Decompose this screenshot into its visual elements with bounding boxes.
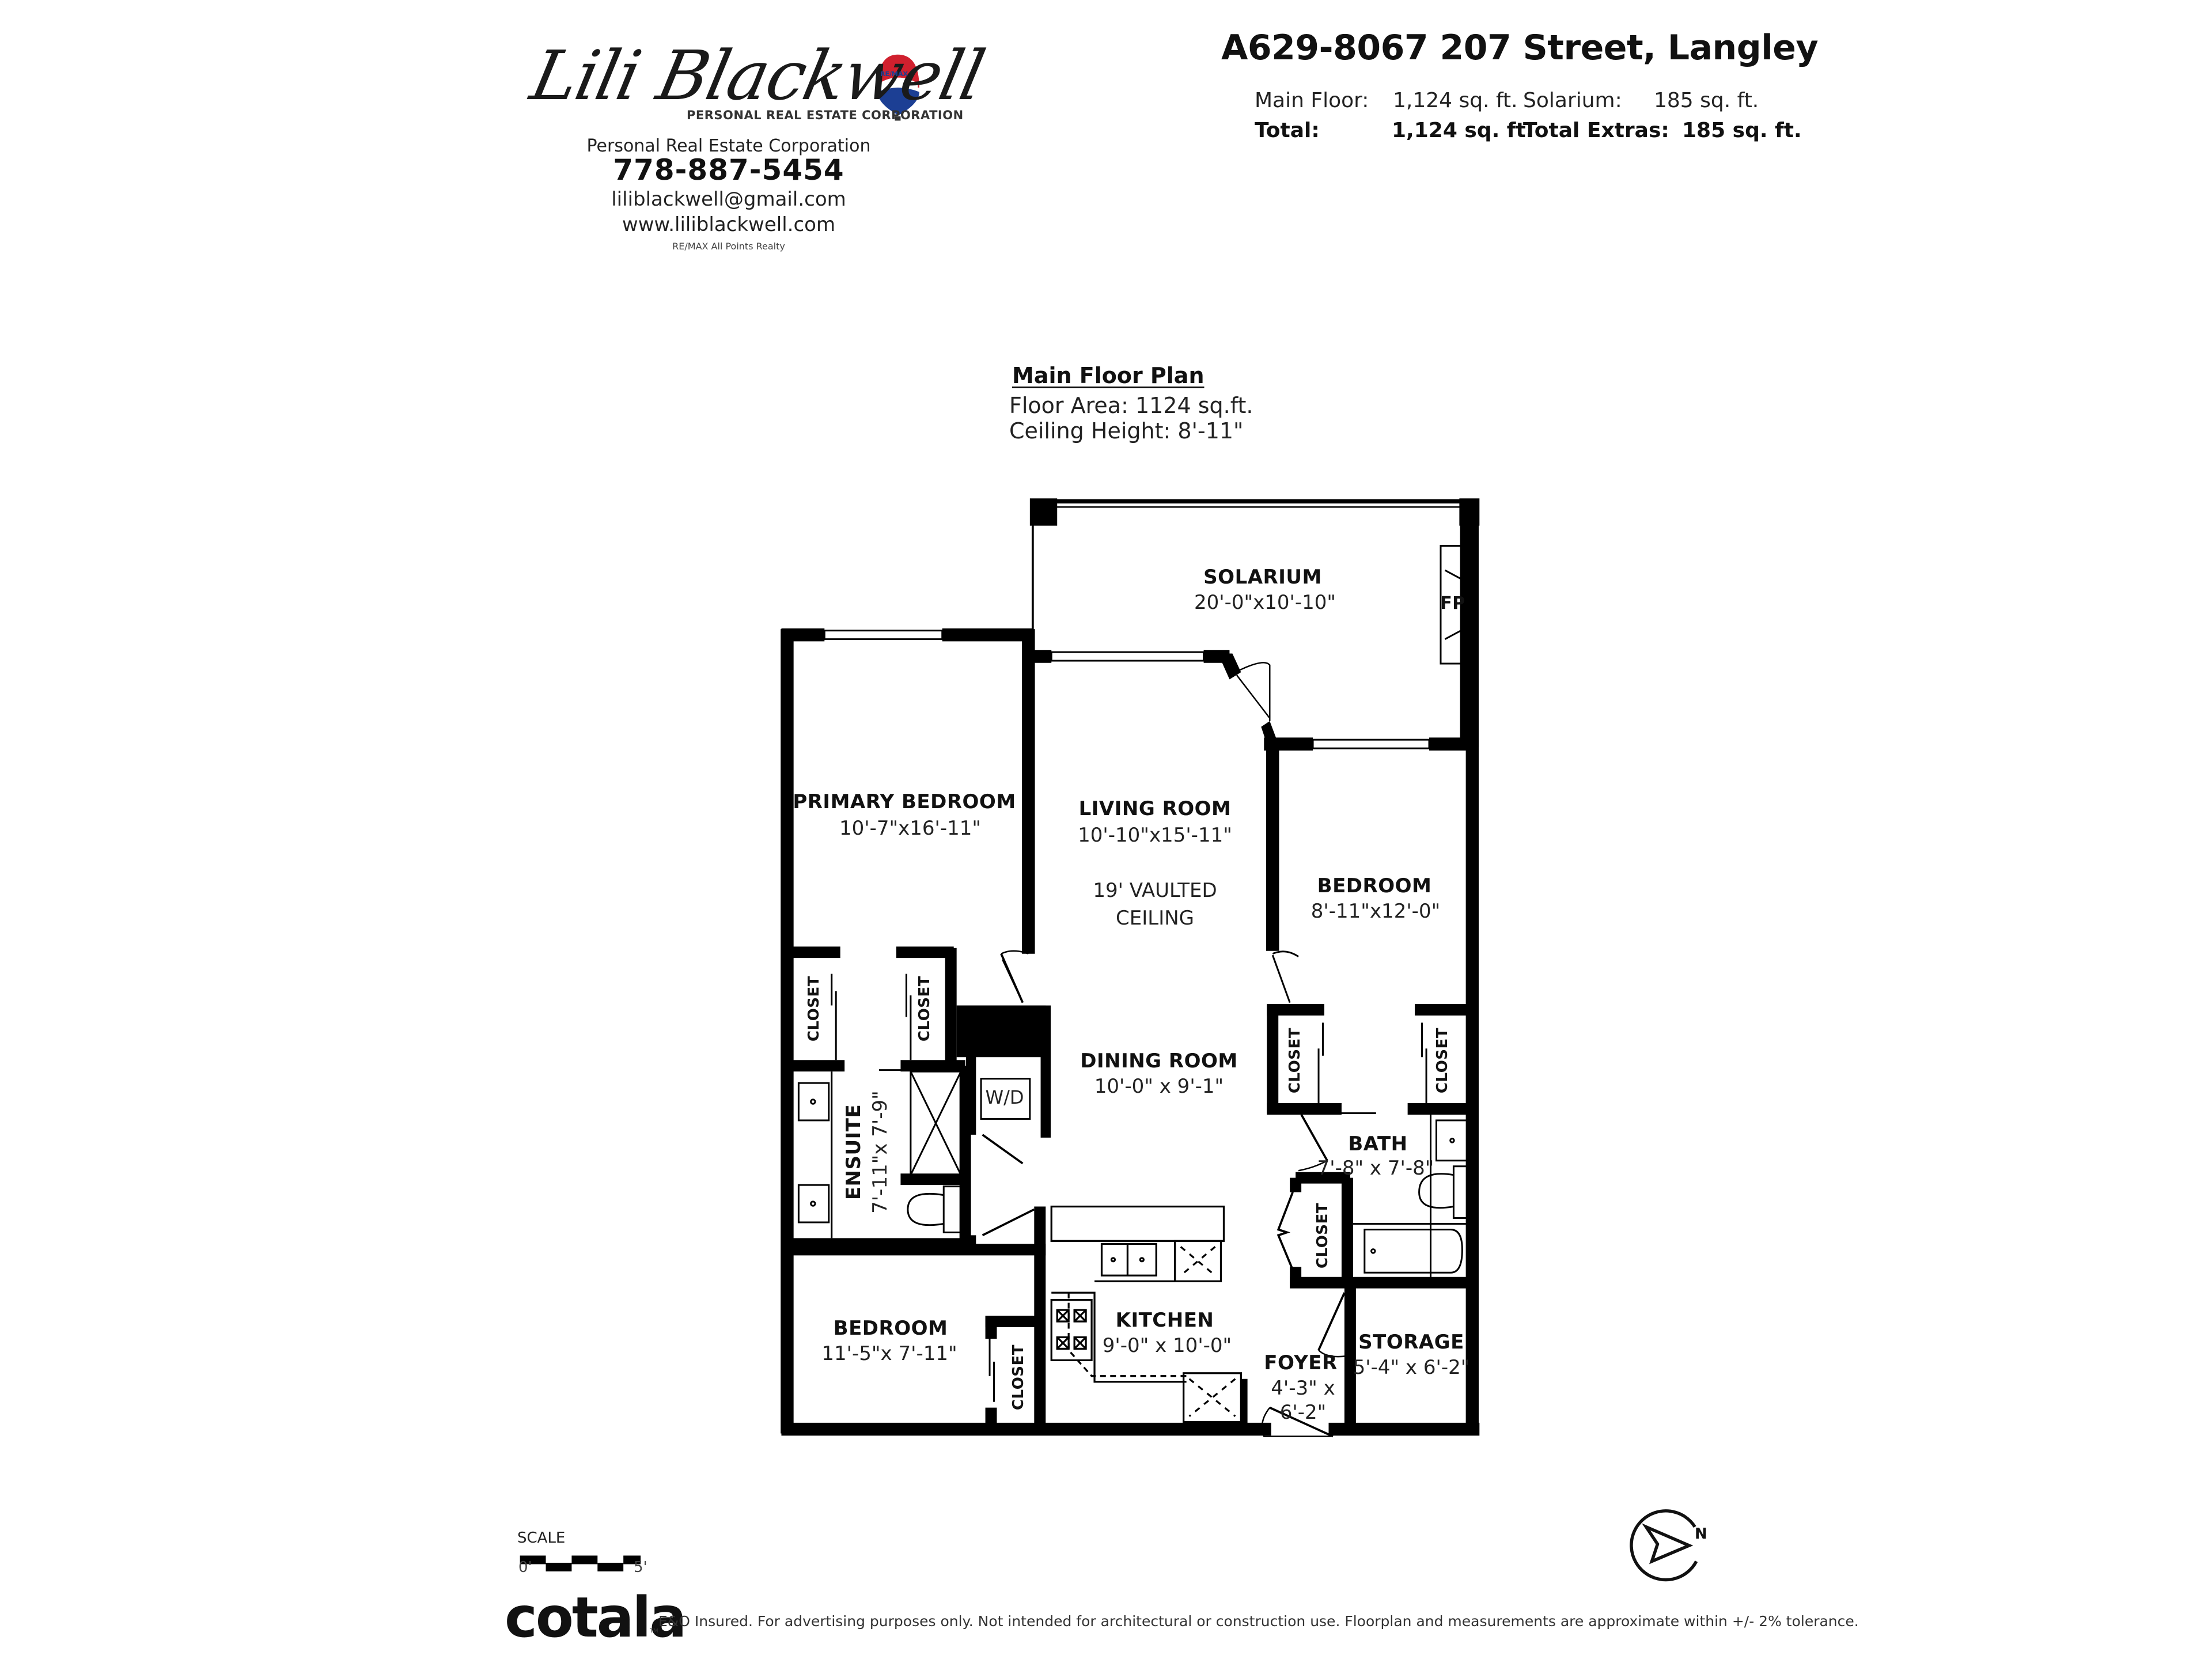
closet-label-bedroom2-2: CLOSET (1434, 1027, 1451, 1094)
cotala-logo: cotala (505, 1585, 687, 1650)
total-value: 1,124 sq. ft. (1392, 119, 1534, 142)
total-extras-label: Total Extras: (1523, 119, 1669, 142)
exterior-walls (781, 628, 1480, 1436)
room-storage-name: STORAGE (1358, 1331, 1464, 1354)
agent-corporation: Personal Real Estate Corporation (586, 136, 871, 156)
cooktop (1056, 1309, 1087, 1350)
agent-website-link[interactable]: www.liliblackwell.com (622, 213, 836, 236)
room-living-dims: 10'-10"x15'-11" (1078, 824, 1232, 847)
room-bedroom3-dims: 11'-5"x 7'-11" (821, 1342, 957, 1365)
room-storage-dims: 5'-4" x 6'-2" (1353, 1356, 1470, 1379)
main-floor-value: 1,124 sq. ft. (1393, 89, 1518, 112)
room-foyer-dims-2: 6'-2" (1279, 1401, 1327, 1424)
mechanical-chase (956, 1005, 1046, 1058)
scale-end: 5' (634, 1559, 647, 1576)
room-living-name: LIVING ROOM (1078, 797, 1232, 820)
solarium-walls (1029, 498, 1480, 747)
scale-start: 0' (518, 1559, 532, 1576)
washer-dryer (980, 1078, 1031, 1120)
agent-email-link[interactable]: liliblackwell@gmail.com (611, 188, 846, 211)
listing-address: A629-8067 207 Street, Langley (1221, 28, 1819, 68)
closet-label-bedroom3: CLOSET (1010, 1344, 1027, 1411)
room-solarium-dims: 20'-0"x10'-10" (1194, 591, 1336, 614)
room-bedroom2-dims: 8'-11"x12'-0" (1310, 900, 1441, 923)
remax-logo-text: RE/MAX (880, 70, 908, 78)
cotala-trademark: TM (650, 1628, 658, 1634)
total-extras-value: 185 sq. ft. (1682, 119, 1802, 142)
north-compass-icon (1630, 1509, 1698, 1582)
remax-balloon-icon (877, 54, 919, 121)
room-solarium-name: SOLARIUM (1203, 566, 1322, 589)
room-bath-name: BATH (1348, 1132, 1408, 1156)
room-foyer-dims-1: 4'-3" x (1271, 1377, 1335, 1400)
compass-north-label: N (1695, 1525, 1707, 1543)
room-ensuite-dims: 7'-11"x 7'-9" (869, 1090, 892, 1214)
scale-label: SCALE (517, 1529, 566, 1547)
room-ensuite-name: ENSUITE (842, 1104, 865, 1200)
room-primary-bedroom-dims: 10'-7"x16'-11" (839, 817, 982, 840)
room-kitchen-name: KITCHEN (1115, 1309, 1214, 1332)
room-living-note-vaulted: 19' VAULTED (1093, 879, 1217, 902)
ensuite-toilet (907, 1185, 962, 1233)
closet-label-primary-1: CLOSET (805, 975, 823, 1042)
solarium-area-value: 185 sq. ft. (1654, 89, 1759, 112)
shower (910, 1070, 962, 1176)
total-label: Total: (1255, 119, 1320, 142)
main-floor-label: Main Floor: (1255, 89, 1369, 112)
fireplace-label: FP (1440, 593, 1465, 613)
closet-label-hall: CLOSET (1314, 1202, 1331, 1269)
room-foyer-name: FOYER (1264, 1351, 1338, 1374)
solarium-area-label: Solarium: (1523, 89, 1622, 112)
washer-dryer-label: W/D (985, 1086, 1024, 1108)
agent-signature-logo: Lili Blackwell (524, 36, 991, 115)
brokerage-name: RE/MAX All Points Realty (672, 241, 785, 252)
windows (823, 630, 1430, 749)
agent-phone[interactable]: 778-887-5454 (613, 153, 844, 187)
floor-area: Floor Area: 1124 sq.ft. (1009, 393, 1253, 418)
scale-bar-icon (520, 1555, 641, 1571)
room-kitchen-dims: 9'-0" x 10'-0" (1102, 1334, 1232, 1357)
room-bedroom2-name: BEDROOM (1317, 874, 1432, 897)
ensuite-vanity (797, 1071, 833, 1238)
room-dining-dims: 10'-0" x 9'-1" (1094, 1075, 1224, 1098)
kitchen-counters (1050, 1205, 1243, 1423)
room-living-note-ceiling: CEILING (1116, 907, 1194, 930)
ceiling-height: Ceiling Height: 8'-11" (1009, 418, 1244, 444)
room-dining-name: DINING ROOM (1080, 1050, 1238, 1073)
disclaimer: E&O Insured. For advertising purposes on… (658, 1613, 1859, 1630)
floor-plan-title: Main Floor Plan (1012, 363, 1205, 388)
room-bedroom3-name: BEDROOM (833, 1317, 948, 1340)
signature-subtitle: PERSONAL REAL ESTATE CORPORATION (687, 108, 964, 122)
room-primary-bedroom-name: PRIMARY BEDROOM (793, 790, 1016, 813)
closet-label-bedroom2-1: CLOSET (1286, 1027, 1304, 1094)
closet-label-primary-2: CLOSET (916, 975, 933, 1042)
room-bath-dims: 7'-8" x 7'-8" (1317, 1157, 1434, 1180)
